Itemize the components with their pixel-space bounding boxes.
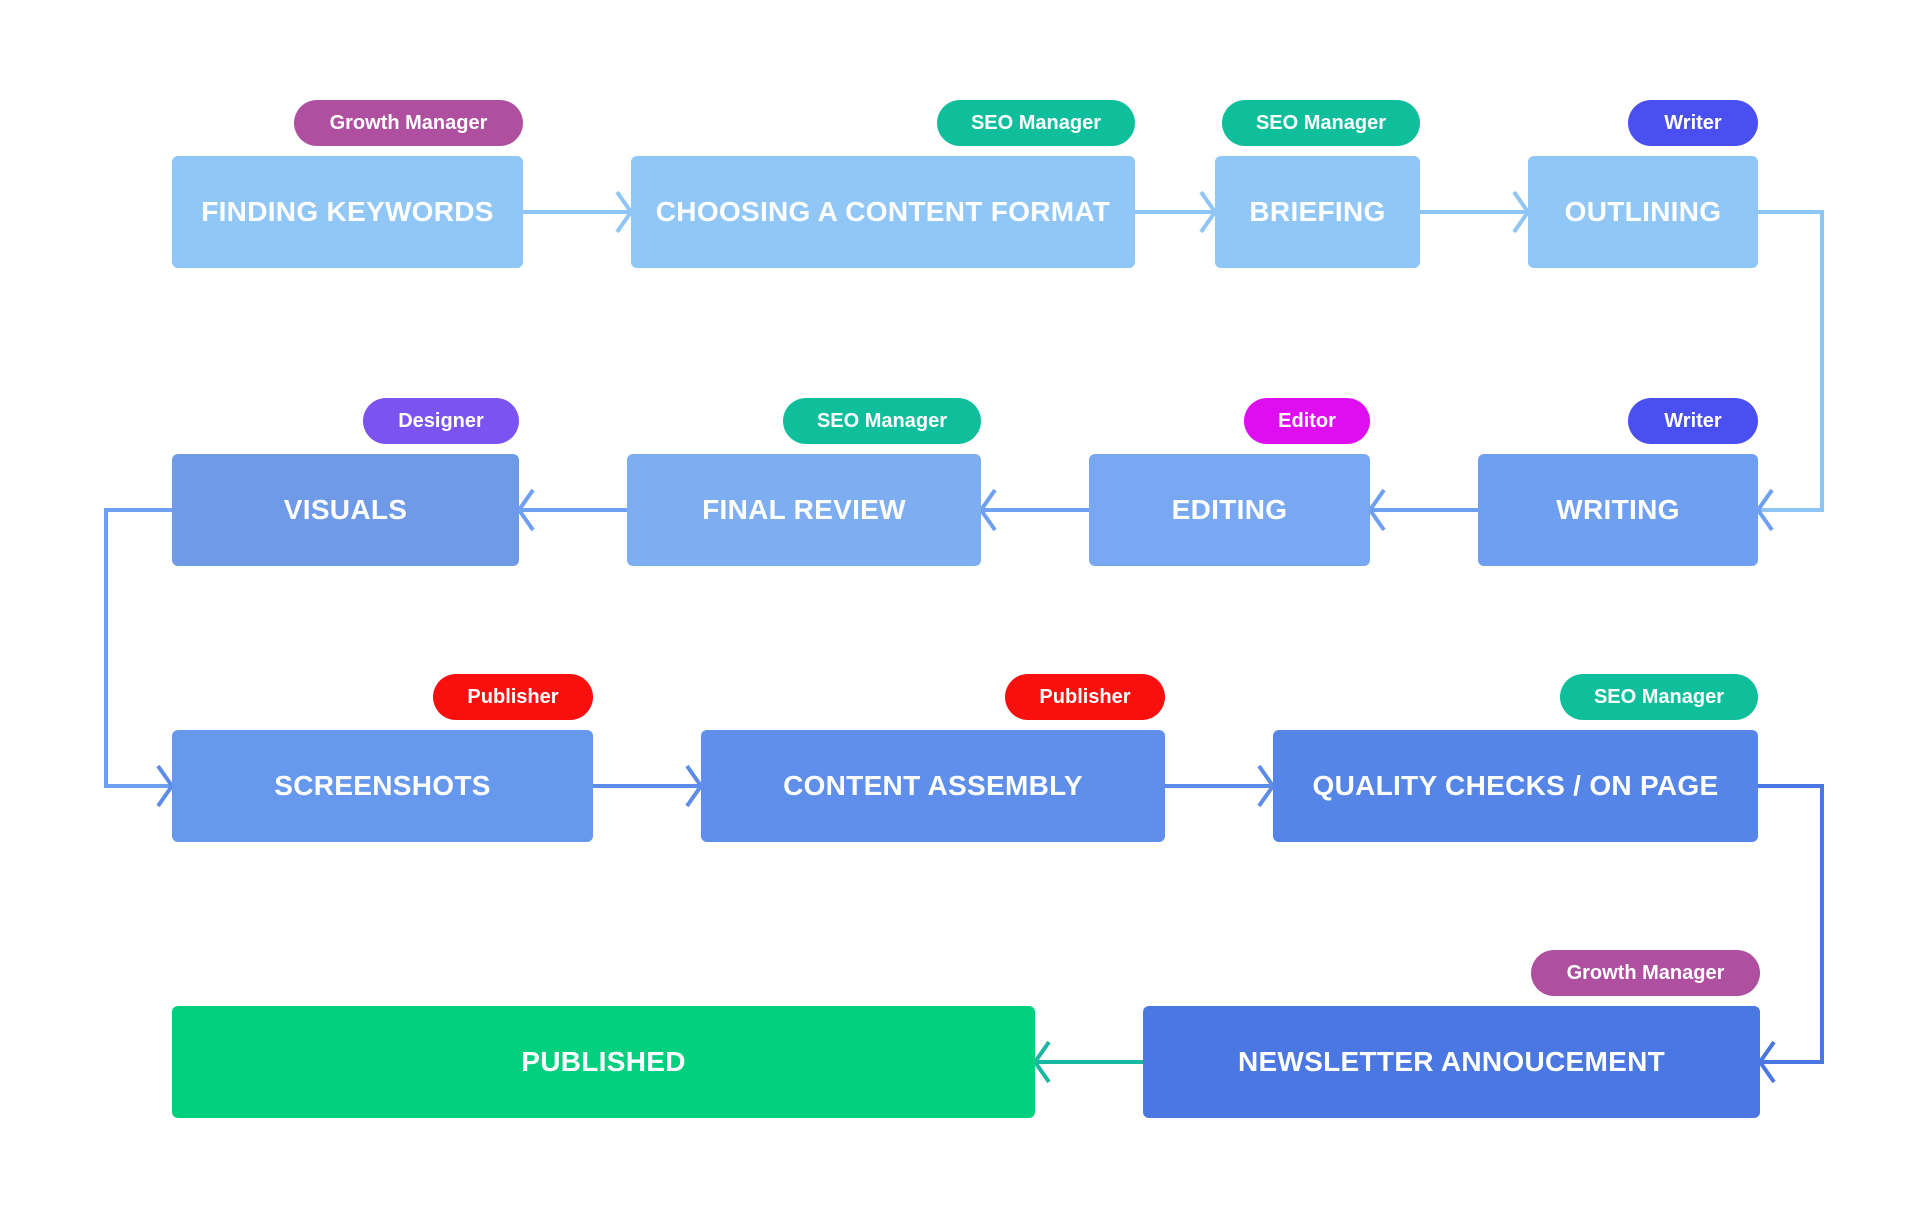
step-newsletter-announcement: NEWSLETTER ANNOUCEMENT xyxy=(1143,1006,1760,1118)
step-content-assembly: CONTENT ASSEMBLY xyxy=(701,730,1165,842)
step-label: PUBLISHED xyxy=(521,1046,686,1077)
role-badge-publisher: Publisher xyxy=(433,674,593,720)
step-label: SCREENSHOTS xyxy=(274,770,491,801)
step-label: FINDING KEYWORDS xyxy=(201,196,494,227)
role-badge-publisher: Publisher xyxy=(1005,674,1165,720)
arrow-head xyxy=(1755,488,1774,532)
step-outlining: OUTLINING xyxy=(1528,156,1758,268)
role-badge-seo-manager: SEO Manager xyxy=(937,100,1135,146)
step-final-review: FINAL REVIEW xyxy=(627,454,981,566)
step-label: CHOOSING A CONTENT FORMAT xyxy=(655,196,1111,227)
role-badge-seo-manager: SEO Manager xyxy=(1222,100,1420,146)
step-screenshots: SCREENSHOTS xyxy=(172,730,593,842)
step-finding-keywords: FINDING KEYWORDS xyxy=(172,156,523,268)
role-badge-designer: Designer xyxy=(363,398,519,444)
step-briefing: BRIEFING xyxy=(1215,156,1420,268)
step-editing: EDITING xyxy=(1089,454,1370,566)
role-badge-growth-manager: Growth Manager xyxy=(294,100,523,146)
role-badge-writer: Writer xyxy=(1628,100,1758,146)
arrow-head xyxy=(1032,1040,1051,1084)
connector-line xyxy=(1758,210,1824,512)
role-badge-seo-manager: SEO Manager xyxy=(783,398,981,444)
step-label: WRITING xyxy=(1556,494,1680,525)
step-choosing-content-format: CHOOSING A CONTENT FORMAT xyxy=(631,156,1135,268)
step-label: CONTENT ASSEMBLY xyxy=(783,770,1083,801)
step-label: NEWSLETTER ANNOUCEMENT xyxy=(1237,1046,1666,1077)
role-badge-writer: Writer xyxy=(1628,398,1758,444)
step-label: FINAL REVIEW xyxy=(702,494,906,525)
arrow-head xyxy=(1367,488,1386,532)
step-quality-checks: QUALITY CHECKS / ON PAGE xyxy=(1273,730,1758,842)
step-writing: WRITING xyxy=(1478,454,1758,566)
connector-line xyxy=(1758,784,1824,1064)
step-visuals: VISUALS xyxy=(172,454,519,566)
step-label: EDITING xyxy=(1171,494,1288,525)
step-label: QUALITY CHECKS / ON PAGE xyxy=(1312,770,1719,801)
step-label: OUTLINING xyxy=(1564,196,1722,227)
role-badge-growth-manager: Growth Manager xyxy=(1531,950,1760,996)
arrow-head xyxy=(1757,1040,1776,1084)
step-published: PUBLISHED xyxy=(172,1006,1035,1118)
arrow-head xyxy=(516,488,535,532)
role-badge-editor: Editor xyxy=(1244,398,1370,444)
connector-line xyxy=(104,508,172,788)
step-label: BRIEFING xyxy=(1249,196,1386,227)
step-label: VISUALS xyxy=(283,494,408,525)
role-badge-seo-manager: SEO Manager xyxy=(1560,674,1758,720)
arrow-head xyxy=(978,488,997,532)
